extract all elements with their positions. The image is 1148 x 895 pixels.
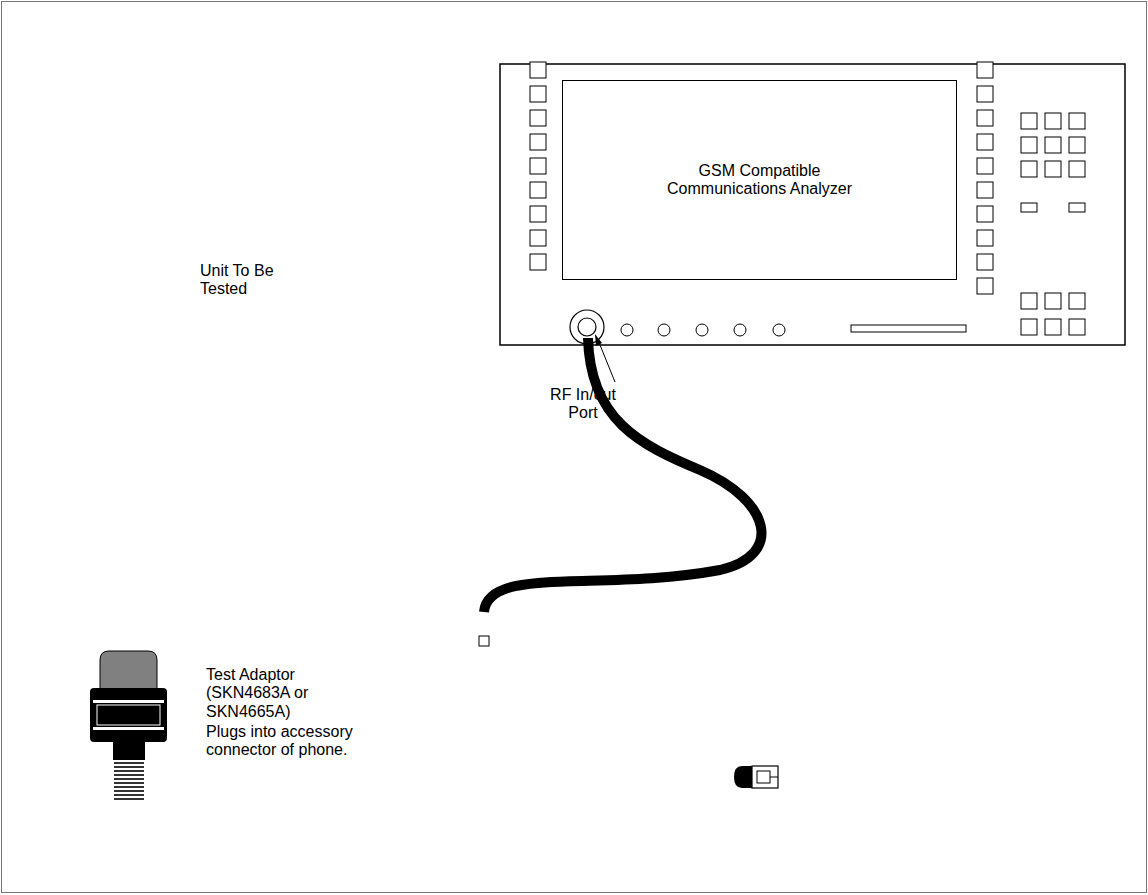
leader-line — [598, 340, 615, 382]
analyzer-knobs — [621, 324, 785, 336]
phone-connector — [734, 766, 778, 788]
button — [1069, 113, 1085, 129]
button — [1021, 293, 1037, 309]
button — [1045, 161, 1061, 177]
rf-cable — [484, 338, 761, 612]
button — [1069, 137, 1085, 153]
button — [530, 158, 546, 174]
card-slot — [851, 325, 966, 332]
unit-label: Unit To Be Tested — [200, 262, 274, 299]
button — [977, 182, 993, 198]
button — [530, 62, 546, 78]
analyzer-screen: GSM Compatible Communications Analyzer — [562, 80, 957, 280]
button — [1069, 203, 1085, 212]
button — [1045, 113, 1061, 129]
pin — [114, 794, 144, 796]
port-label: RF In/out Port — [547, 386, 619, 423]
button — [1021, 113, 1037, 129]
button — [977, 110, 993, 126]
leader-arrowhead — [595, 334, 602, 346]
button — [530, 230, 546, 246]
pin — [114, 790, 144, 792]
button — [1021, 137, 1037, 153]
pin — [114, 766, 144, 768]
button — [977, 134, 993, 150]
button — [977, 158, 993, 174]
button — [530, 182, 546, 198]
button — [1021, 161, 1037, 177]
button — [530, 206, 546, 222]
button — [977, 254, 993, 270]
pin — [114, 798, 144, 800]
pin — [114, 786, 144, 788]
button — [977, 230, 993, 246]
adaptor-note: Plugs into accessory connector of phone. — [206, 723, 376, 760]
screen-label: GSM Compatible Communications Analyzer — [660, 162, 860, 199]
adaptor-label: Test Adaptor (SKN4683A or SKN4665A) — [206, 666, 361, 721]
button — [1021, 203, 1037, 212]
button — [530, 134, 546, 150]
button — [530, 86, 546, 102]
pin — [114, 762, 144, 764]
button — [530, 110, 546, 126]
button — [1021, 319, 1037, 335]
button — [1069, 319, 1085, 335]
button — [977, 206, 993, 222]
button — [977, 62, 993, 78]
button — [530, 254, 546, 270]
pin — [114, 778, 144, 780]
button — [1045, 293, 1061, 309]
pin — [114, 770, 144, 772]
analyzer-buttons — [530, 62, 1085, 335]
pin — [114, 782, 144, 784]
button — [1045, 137, 1061, 153]
button — [977, 86, 993, 102]
button — [1069, 161, 1085, 177]
pin — [114, 774, 144, 776]
test-adaptor — [90, 651, 167, 799]
button — [977, 278, 993, 294]
button — [1069, 293, 1085, 309]
rf-port-inner — [578, 318, 596, 336]
button — [1045, 319, 1061, 335]
analyzer-body — [500, 64, 1125, 345]
cable-end — [479, 636, 489, 646]
